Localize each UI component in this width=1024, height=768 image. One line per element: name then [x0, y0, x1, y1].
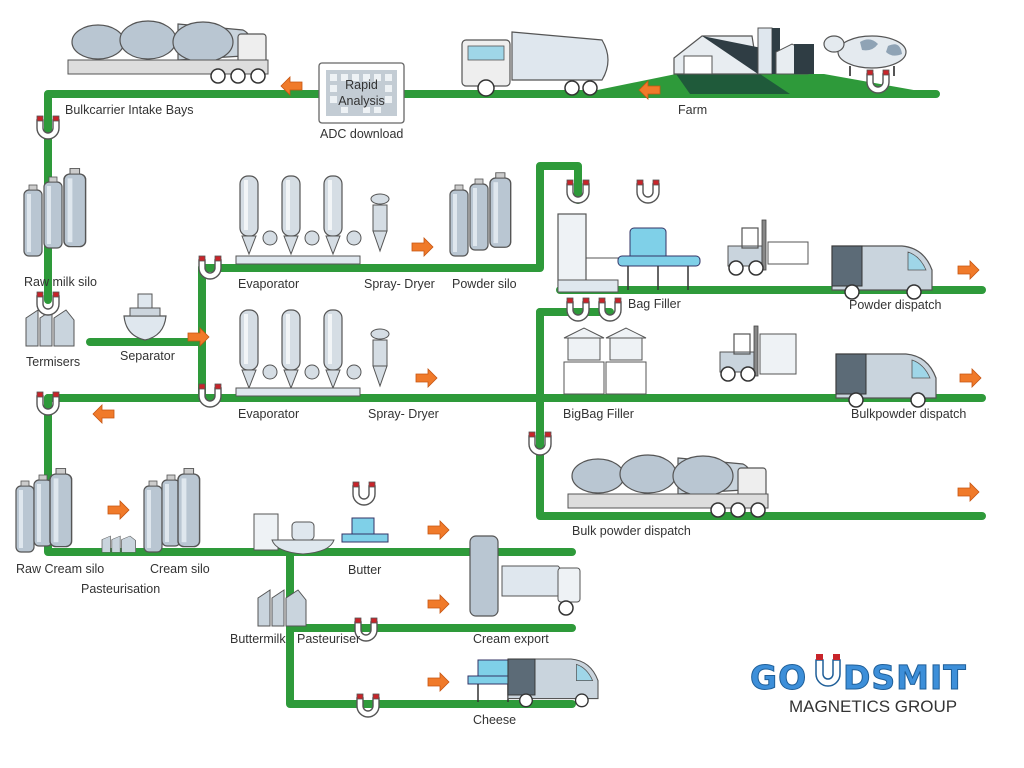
cream-export-label: Cream export: [473, 632, 549, 646]
magnet-icon: [636, 179, 660, 204]
pasteurisation-illustration: [101, 535, 136, 553]
buttermilk-pasteuriser-illustration: [257, 589, 307, 627]
goudsmit-logo: GO DSMIT MAGNETICS GROUP: [750, 654, 967, 716]
pipeline-powder-line-1: [198, 162, 582, 272]
arrow-right-icon: [959, 368, 982, 388]
arrow-right-icon: [427, 520, 450, 540]
rapid-analysis-box: Rapid Analysis: [318, 62, 405, 124]
cow-illustration: [823, 35, 907, 76]
arrow-right-icon: [957, 260, 980, 280]
milk-truck-illustration: [461, 31, 609, 97]
raw-milk-silo-illustration: [23, 167, 87, 257]
arrow-right-icon: [107, 500, 130, 520]
farm-ground: [578, 74, 936, 94]
bag-filler-label: Bag Filler: [628, 297, 681, 311]
spray-dryer-1-label: Spray- Dryer: [364, 277, 435, 291]
forklift-2-illustration: [719, 325, 797, 382]
pasteuriser-label: Pasteuriser: [297, 632, 360, 646]
arrow-left-icon: [92, 404, 115, 424]
logo-brand-post: DSMIT: [843, 658, 967, 697]
raw-cream-silo-illustration: [15, 467, 73, 553]
rapid-analysis-text-1: Rapid: [345, 78, 378, 92]
pipelines: [44, 90, 986, 708]
buttermilk-label: Buttermilk: [230, 632, 286, 646]
cream-silo-label: Cream silo: [150, 562, 210, 576]
cream-export-truck-illustration: [469, 535, 581, 617]
logo-magnet-u-icon: [815, 654, 841, 687]
powder-dispatch-label: Powder dispatch: [849, 298, 941, 312]
farm-label: Farm: [678, 103, 707, 117]
cream-silo-illustration: [143, 467, 201, 553]
evaporator-2-illustration: [235, 309, 362, 397]
arrow-right-icon: [957, 482, 980, 502]
arrow-right-icon: [415, 368, 438, 388]
cheese-van-illustration: [507, 658, 599, 708]
powder-silo-label: Powder silo: [452, 277, 517, 291]
bag-filler-illustration: [557, 213, 701, 293]
arrow-right-icon: [411, 237, 434, 257]
pasteurisation-label: Pasteurisation: [81, 582, 160, 596]
bulkpowder-dispatch-label: Bulkpowder dispatch: [851, 407, 966, 421]
powder-silo-illustration: [449, 172, 512, 257]
spray-dryer-2-label: Spray- Dryer: [368, 407, 439, 421]
rapid-analysis-text-2: Analysis: [338, 94, 385, 108]
evaporator-1-label: Evaporator: [238, 277, 299, 291]
evaporator-1-illustration: [235, 175, 362, 265]
magnet-icon: [866, 69, 890, 94]
raw-cream-silo-label: Raw Cream silo: [16, 562, 104, 576]
magnet-icon: [352, 481, 376, 506]
cheese-label: Cheese: [473, 713, 516, 727]
raw-milk-silo-label: Raw milk silo: [24, 275, 97, 289]
intake-tankers-illustration: [67, 20, 269, 84]
arrow-right-icon: [427, 672, 450, 692]
butter-label: Butter: [348, 563, 381, 577]
separator-label: Separator: [120, 349, 175, 363]
bulk-powder-tankers-illustration: [567, 454, 769, 518]
termisers-label: Termisers: [26, 355, 80, 369]
bigbag-filler-illustration: [563, 327, 647, 395]
adc-download-label: ADC download: [320, 127, 403, 141]
logo-tagline: MAGNETICS GROUP: [789, 697, 957, 716]
spray-dryer-2-illustration: [370, 328, 390, 387]
magnets: [36, 69, 890, 718]
pipeline-bigbag: [536, 308, 986, 520]
logo-brand-pre: GO: [750, 658, 807, 697]
bulk-powder-dispatch-label: Bulk powder dispatch: [572, 524, 691, 538]
spray-dryer-1-illustration: [370, 193, 390, 252]
forklift-1-illustration: [727, 219, 809, 276]
separator-illustration: [123, 293, 167, 341]
bigbag-filler-label: BigBag Filler: [563, 407, 634, 421]
labels: Bulkcarrier Intake Bays ADC download Far…: [16, 103, 966, 727]
pipeline-cream-line: [44, 394, 576, 556]
farm-buildings-illustration: [673, 27, 814, 75]
butter-machine-illustration: [253, 513, 389, 555]
evaporator-2-label: Evaporator: [238, 407, 299, 421]
arrow-right-icon: [427, 594, 450, 614]
intake-label: Bulkcarrier Intake Bays: [65, 103, 194, 117]
